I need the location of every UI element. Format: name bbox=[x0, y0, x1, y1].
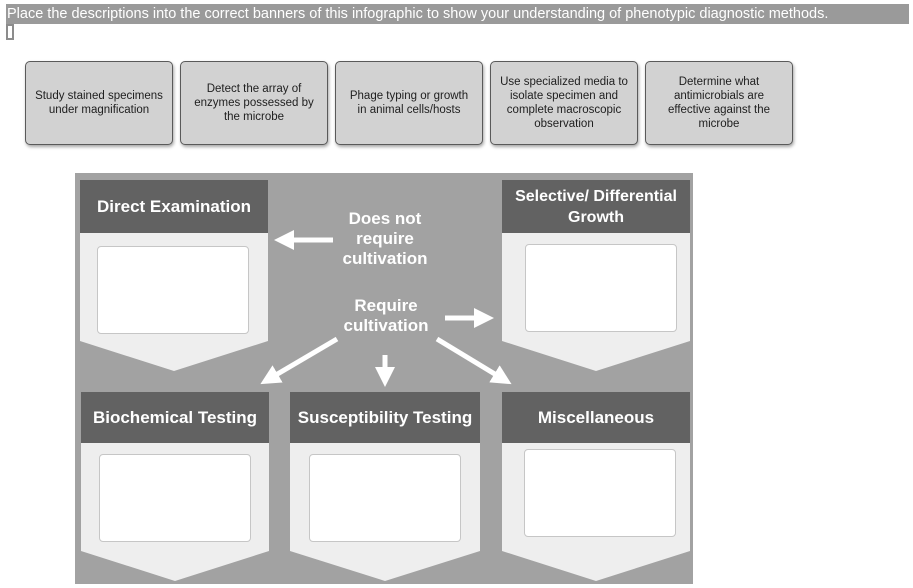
banner-title: Selective/ Differential Growth bbox=[502, 180, 690, 233]
tile-specialized-media[interactable]: Use specialized media to isolate specime… bbox=[490, 61, 638, 145]
banner-title: Miscellaneous bbox=[502, 392, 690, 443]
tile-label: Study stained specimens under magnificat… bbox=[35, 90, 163, 116]
drop-zone-selective-growth[interactable] bbox=[525, 244, 677, 332]
tile-phage-typing[interactable]: Phage typing or growth in animal cells/h… bbox=[335, 61, 483, 145]
drop-zone-biochemical-testing[interactable] bbox=[99, 454, 251, 542]
banner-title: Susceptibility Testing bbox=[290, 392, 480, 443]
tile-label: Use specialized media to isolate specime… bbox=[500, 76, 628, 130]
arrow-down-left-icon bbox=[260, 336, 339, 385]
banner-title: Biochemical Testing bbox=[81, 392, 269, 443]
infographic: Direct Examination Selective/ Differenti… bbox=[75, 173, 693, 584]
tile-label: Phage typing or growth in animal cells/h… bbox=[349, 90, 469, 116]
arrow-down-right-icon bbox=[435, 336, 512, 385]
drop-zone-direct-examination[interactable] bbox=[97, 246, 249, 334]
tile-study-stained[interactable]: Study stained specimens under magnificat… bbox=[25, 61, 173, 145]
tile-label: Detect the array of enzymes possessed by… bbox=[194, 83, 314, 123]
banner-title: Direct Examination bbox=[80, 180, 268, 233]
drop-zone-miscellaneous[interactable] bbox=[524, 449, 676, 537]
drop-zone-susceptibility-testing[interactable] bbox=[309, 454, 461, 542]
label-require-cultivation: Require cultivation bbox=[343, 296, 429, 335]
flow-arrows bbox=[260, 230, 512, 387]
banner-susceptibility-testing: Susceptibility Testing bbox=[290, 392, 480, 582]
banner-selective-growth: Selective/ Differential Growth bbox=[502, 180, 690, 373]
text-cursor-icon bbox=[6, 24, 14, 40]
banner-miscellaneous: Miscellaneous bbox=[502, 392, 690, 582]
tile-detect-enzymes[interactable]: Detect the array of enzymes possessed by… bbox=[180, 61, 328, 145]
banner-biochemical-testing: Biochemical Testing bbox=[81, 392, 269, 582]
tile-label: Determine what antimicrobials are effect… bbox=[667, 76, 771, 130]
banner-direct-examination: Direct Examination bbox=[80, 180, 268, 373]
instructions-text: Place the descriptions into the correct … bbox=[6, 4, 909, 24]
label-does-not-require-cultivation: Does not require cultivation bbox=[342, 209, 428, 268]
tile-determine-antimicrobials[interactable]: Determine what antimicrobials are effect… bbox=[645, 61, 793, 145]
